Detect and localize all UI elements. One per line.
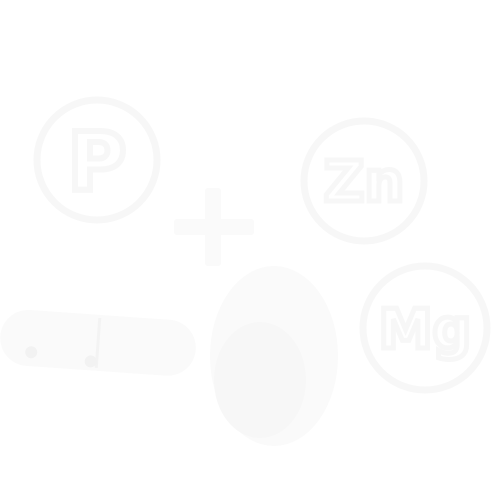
phosphorus-symbol: P	[68, 116, 127, 209]
round-tablet-icon	[210, 266, 338, 446]
magnesium-symbol: Mg	[379, 298, 471, 361]
magnesium-badge: Mg	[359, 262, 491, 394]
circle-letters-mg-icon	[359, 262, 491, 394]
phosphorus-badge: P	[33, 96, 161, 224]
plus-icon	[174, 188, 254, 266]
circle-letters-zn-icon	[300, 117, 428, 245]
zinc-symbol: Zn	[324, 150, 404, 215]
zinc-badge: Zn	[300, 117, 428, 245]
circle-letter-p-icon	[33, 96, 161, 224]
pill-capsule-icon	[0, 309, 196, 376]
